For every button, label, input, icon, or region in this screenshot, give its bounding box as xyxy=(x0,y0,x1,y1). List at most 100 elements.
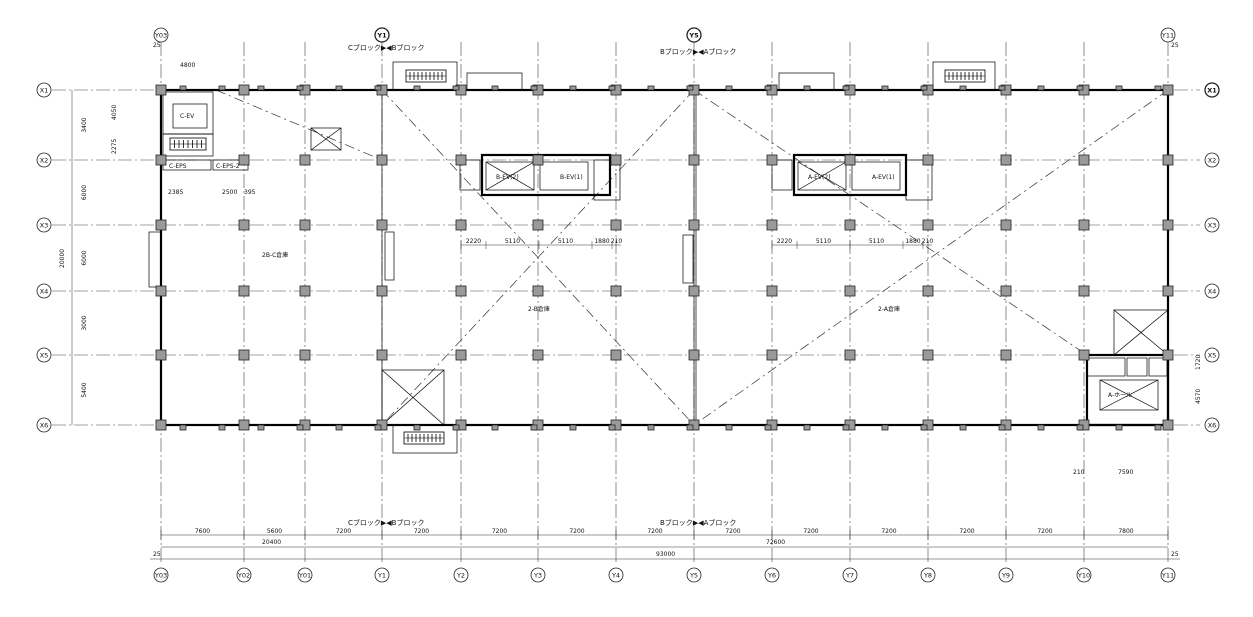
room-outlines xyxy=(148,61,1170,454)
pilaster xyxy=(647,85,655,91)
a-ev2-car xyxy=(797,161,847,191)
structural-column xyxy=(455,219,467,231)
structural-column xyxy=(155,154,167,166)
pilaster xyxy=(179,424,187,431)
dim-left-total: 20000 xyxy=(59,249,66,268)
svg-text:X3: X3 xyxy=(1208,222,1217,230)
svg-text:Y5: Y5 xyxy=(688,32,699,40)
structural-column xyxy=(922,285,934,297)
pilaster xyxy=(803,424,811,431)
structural-column xyxy=(1162,154,1174,166)
pilaster xyxy=(959,424,967,431)
diagonal-lines xyxy=(215,89,1169,426)
dim-right-vertical: 4570 xyxy=(1195,389,1202,404)
pilaster xyxy=(452,424,460,431)
svg-text:Y3: Y3 xyxy=(533,572,542,580)
structural-column xyxy=(238,285,250,297)
a-hall-room xyxy=(1148,357,1168,377)
svg-text:Y11: Y11 xyxy=(1161,32,1174,40)
structural-column xyxy=(1078,349,1090,361)
svg-text:X4: X4 xyxy=(1208,288,1217,296)
outer-wall xyxy=(159,88,1170,427)
structural-column xyxy=(844,285,856,297)
room-label-a-hall: A-ホール xyxy=(1108,392,1132,399)
axis-bubble: X5 xyxy=(36,347,52,363)
axis-bubble: X4 xyxy=(36,283,52,299)
dim-mid-span: 2220 xyxy=(466,238,481,245)
structural-column xyxy=(844,219,856,231)
pilaster xyxy=(842,424,850,431)
dim-bottom-span: 7200 xyxy=(414,528,429,535)
room-label-b-warehouse: 2-B倉庫 xyxy=(528,305,550,313)
annotations: Cブロック▶◀Bブロック Bブロック▶◀Aブロック Cブロック▶◀Bブロック B… xyxy=(59,42,1202,558)
dim-bottom-span: 7800 xyxy=(1118,528,1133,535)
svg-text:Y8: Y8 xyxy=(923,572,932,580)
room-label-c-eps: C-EPS xyxy=(169,163,187,170)
svg-text:X6: X6 xyxy=(1208,422,1217,430)
dim-bottom-span: 7200 xyxy=(569,528,584,535)
svg-text:Y2: Y2 xyxy=(456,572,465,580)
axis-bubble: Y4 xyxy=(608,567,624,583)
block-boundary-top-1: Cブロック▶◀Bブロック xyxy=(348,43,424,52)
structural-column xyxy=(766,219,778,231)
axis-bubble: X1 xyxy=(1204,82,1220,98)
structural-column xyxy=(1162,285,1174,297)
pilaster xyxy=(1076,85,1084,91)
pilaster xyxy=(920,424,928,431)
dim-bottom-span: 7200 xyxy=(803,528,818,535)
axis-bubble: X2 xyxy=(1204,152,1220,168)
svg-text:Y9: Y9 xyxy=(1001,572,1010,580)
shaft-c xyxy=(310,127,342,151)
svg-text:Y5: Y5 xyxy=(689,572,698,580)
dim-mid-span: 210 xyxy=(922,238,934,245)
svg-text:Y7: Y7 xyxy=(845,572,854,580)
structural-column xyxy=(532,349,544,361)
structural-column xyxy=(238,349,250,361)
pilaster xyxy=(881,424,889,431)
structural-column xyxy=(922,349,934,361)
structural-column xyxy=(922,219,934,231)
structural-column xyxy=(922,154,934,166)
dim-bottom-span: 7200 xyxy=(725,528,740,535)
dim-edge: 25 xyxy=(153,551,161,558)
a-hall-inner xyxy=(1099,379,1159,411)
block-boundary-top-2: Bブロック▶◀Aブロック xyxy=(660,47,736,56)
axis-bubble: Y8 xyxy=(920,567,936,583)
svg-text:Y1: Y1 xyxy=(376,32,387,40)
structural-column xyxy=(376,349,388,361)
svg-text:X2: X2 xyxy=(40,157,49,165)
room-label-a-ev2: A-EV(2) xyxy=(808,174,831,181)
dim-left-vertical: 6000 xyxy=(81,185,88,200)
svg-text:Y02: Y02 xyxy=(237,572,250,580)
opening xyxy=(682,234,694,284)
room-label-c-warehouse: 2B-C倉庫 xyxy=(262,251,288,259)
axis-bubble: Y9 xyxy=(998,567,1014,583)
block-boundary-bottom-1: Cブロック▶◀Bブロック xyxy=(348,518,424,527)
pilaster xyxy=(998,85,1006,91)
pilaster xyxy=(491,85,499,91)
diagonal-line xyxy=(215,89,383,161)
opening xyxy=(384,231,395,281)
structural-column xyxy=(155,419,167,431)
svg-text:Y6: Y6 xyxy=(767,572,776,580)
svg-text:X3: X3 xyxy=(40,222,49,230)
structural-column xyxy=(155,349,167,361)
structural-column xyxy=(610,219,622,231)
pilaster xyxy=(530,424,538,431)
structural-column xyxy=(766,285,778,297)
dim-misc: 2275 xyxy=(111,139,118,154)
structural-column xyxy=(299,219,311,231)
b-ev2-car xyxy=(485,161,535,191)
pilaster xyxy=(1037,85,1045,91)
pilaster xyxy=(959,85,967,91)
structural-column xyxy=(532,219,544,231)
c-ev-car xyxy=(172,103,208,129)
axis-bubble: Y7 xyxy=(842,567,858,583)
dim-right-bottom: 7590 xyxy=(1118,469,1133,476)
structural-column xyxy=(1162,84,1174,96)
dim-mid-span: 1880 xyxy=(905,238,920,245)
structural-column xyxy=(610,349,622,361)
